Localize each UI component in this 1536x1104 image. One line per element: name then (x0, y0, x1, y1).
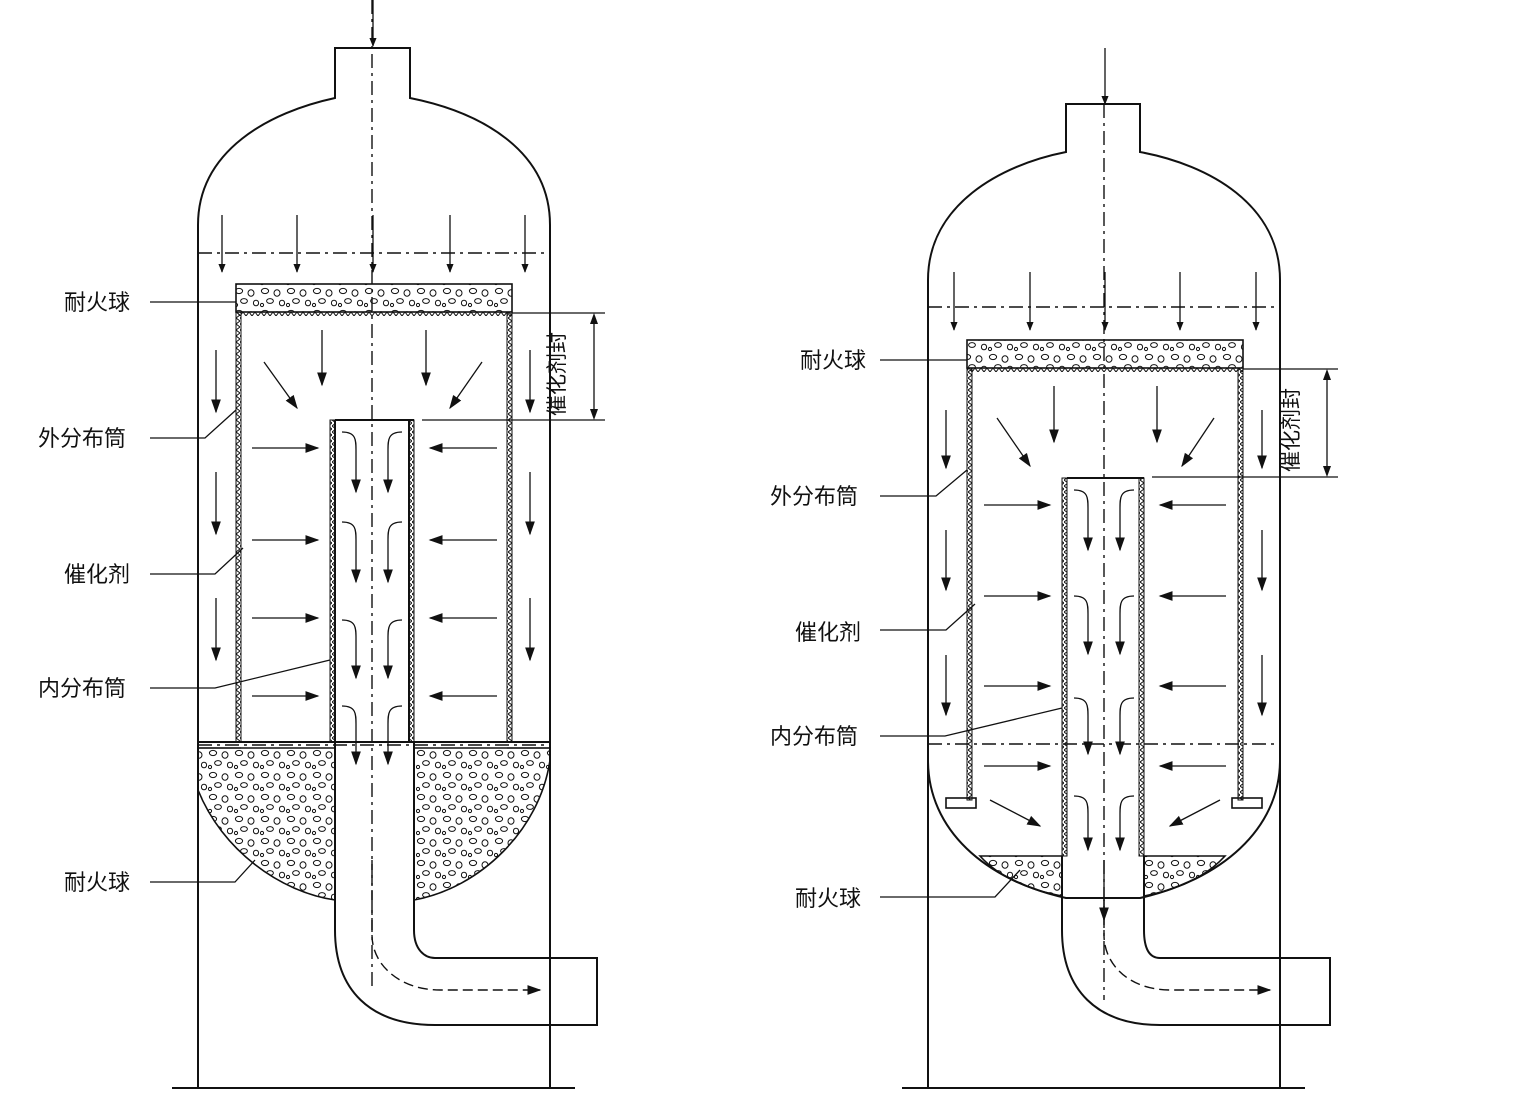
left-outlet-pipe (334, 742, 598, 1026)
right-bottom-ceramic-balls (978, 855, 1063, 897)
right-label-outer-distributor: 外分布筒 (770, 485, 858, 510)
left-label-inner-distributor: 内分布筒 (38, 677, 126, 702)
left-center-arrows (341, 431, 403, 766)
right-center-arrows (1073, 489, 1135, 852)
left-label-ceramic-balls-bottom: 耐火球 (64, 871, 130, 896)
left-label-outer-distributor: 外分布筒 (38, 427, 126, 452)
right-label-inner-distributor: 内分布筒 (770, 725, 858, 750)
right-reactor (880, 48, 1338, 1089)
left-label-catalyst-seal: 催化剂封 (545, 332, 569, 416)
left-catalyst-seal-dimension (422, 312, 605, 421)
right-label-ceramic-balls-bottom: 耐火球 (795, 887, 861, 912)
right-seal-arrows (996, 386, 1215, 468)
right-label-catalyst-seal: 催化剂封 (1279, 388, 1303, 472)
right-radial-arrows (984, 500, 1226, 827)
left-reactor (150, 0, 605, 1089)
left-annulus-arrows (211, 350, 535, 662)
left-vessel-shell (197, 47, 551, 1088)
right-inner-distributor-wall-left (1061, 477, 1068, 857)
right-outer-distributor-wall-right (1237, 367, 1244, 801)
right-annulus-arrows (941, 410, 1267, 717)
right-label-ceramic-balls-top: 耐火球 (800, 349, 866, 374)
right-label-catalyst: 催化剂 (795, 621, 861, 646)
left-seal-arrows (263, 330, 483, 410)
left-radial-arrows (252, 443, 497, 701)
right-inner-distributor-wall-right (1138, 477, 1145, 857)
left-label-ceramic-balls-top: 耐火球 (64, 291, 130, 316)
left-top-ceramic-balls (235, 283, 513, 313)
left-bottom-ceramic-balls (197, 747, 336, 901)
right-outlet-pipe (1061, 856, 1331, 1026)
right-head-arrows (950, 272, 1260, 331)
right-catalyst-seal-dimension (1152, 368, 1338, 478)
right-top-ceramic-balls (966, 339, 1244, 369)
left-outer-distributor-wall-left (235, 311, 242, 743)
left-label-catalyst: 催化剂 (64, 563, 130, 588)
left-outer-distributor-wall-right (506, 311, 513, 743)
left-head-arrows (218, 215, 529, 273)
right-outer-distributor-wall-left (966, 367, 973, 801)
